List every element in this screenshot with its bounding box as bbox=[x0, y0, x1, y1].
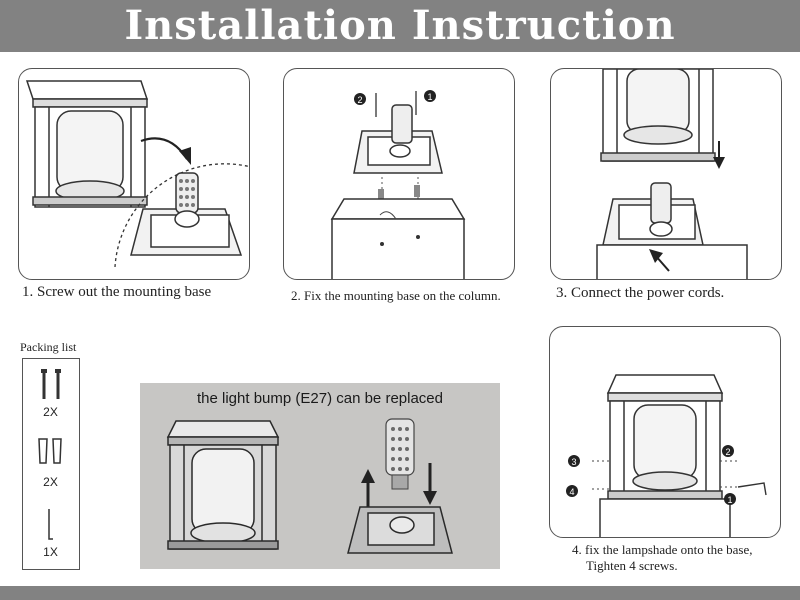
arrow-up-icon bbox=[361, 469, 375, 511]
callout-2-label: 2 bbox=[357, 95, 362, 105]
callout-3-icon: 3 bbox=[568, 455, 580, 467]
step-2-caption: 2. Fix the mounting base on the column. bbox=[291, 288, 501, 303]
step-1-panel bbox=[18, 68, 250, 280]
arrow-down-icon bbox=[423, 463, 437, 505]
callout-1-label: 1 bbox=[427, 92, 432, 102]
step-4-caption-line2: Tighten 4 screws. bbox=[586, 558, 678, 573]
step-4-panel: 3 4 2 1 bbox=[549, 326, 781, 538]
packing-item-qty: 1X bbox=[43, 545, 58, 559]
step-4-caption-line1: 4. fix the lampshade onto the base, bbox=[572, 542, 753, 557]
callout-1-icon: 1 bbox=[724, 493, 736, 505]
packing-list-title: Packing list bbox=[20, 340, 77, 354]
page-title: Installation Instruction bbox=[124, 2, 676, 49]
step-3-caption: 3. Connect the power cords. bbox=[556, 285, 725, 301]
callout-2-label: 2 bbox=[725, 447, 730, 457]
replaceable-bulb-photo: the light bump (E27) can be replaced bbox=[140, 383, 500, 569]
header-bar bbox=[0, 0, 800, 52]
callout-2-icon: 2 bbox=[354, 93, 366, 105]
packing-items-illustration bbox=[38, 369, 62, 540]
step-3-panel bbox=[550, 68, 782, 280]
packing-item-qty: 2X bbox=[43, 405, 58, 419]
step-4-illustration: 3 4 2 1 bbox=[566, 374, 767, 537]
step-3-illustration bbox=[596, 69, 748, 279]
photo-title: the light bump (E27) can be replaced bbox=[197, 390, 443, 407]
hex-key-icon bbox=[48, 509, 53, 540]
callout-2-icon: 2 bbox=[722, 445, 734, 457]
callout-4-label: 4 bbox=[569, 487, 574, 497]
footer-bar bbox=[0, 586, 800, 600]
wall-anchor-icon bbox=[38, 438, 62, 464]
callout-1-label: 1 bbox=[727, 495, 732, 505]
step-1-caption: 1. Screw out the mounting base bbox=[22, 284, 212, 300]
step-1-illustration bbox=[25, 80, 249, 268]
hex-key-icon bbox=[737, 482, 767, 496]
screw-icon bbox=[41, 369, 61, 399]
step-2-illustration: 2 1 bbox=[330, 90, 466, 279]
callout-3-label: 3 bbox=[571, 457, 576, 467]
packing-list-box: 2X 2X 1X bbox=[22, 358, 80, 570]
step-2-panel: 2 1 bbox=[283, 68, 515, 280]
callout-1-icon: 1 bbox=[424, 90, 436, 102]
led-bulb-icon bbox=[385, 418, 415, 490]
callout-4-icon: 4 bbox=[566, 485, 578, 497]
bulb-replacement-illustration bbox=[166, 418, 453, 554]
packing-item-qty: 2X bbox=[43, 475, 58, 489]
